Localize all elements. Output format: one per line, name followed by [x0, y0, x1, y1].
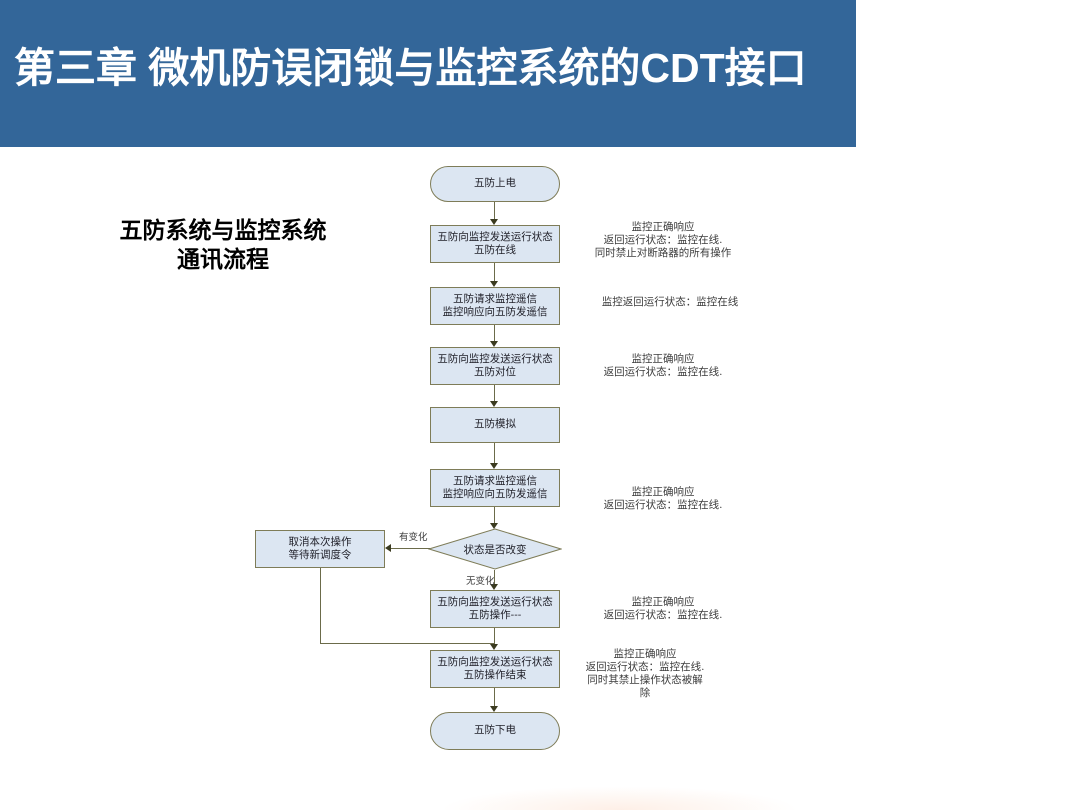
node-request-telesignal-1-line2: 监控响应向五防发遥信: [442, 306, 548, 318]
decision-diamond-shape: [427, 528, 563, 570]
annotation-operate-end: 监控正确响应 返回运行状态：监控在线. 同时其禁止操作状态被解 除: [550, 648, 740, 700]
node-simulate: 五防模拟: [430, 407, 560, 443]
arrowhead-down-icon: [490, 523, 498, 529]
node-send-online: 五防向监控发送运行状态 五防在线: [430, 225, 560, 263]
arrowhead-down-icon: [490, 401, 498, 407]
arrowhead-down-icon: [490, 706, 498, 712]
node-send-online-line2: 五防在线: [474, 244, 516, 256]
page-title: 第三章 微机防误闭锁与监控系统的CDT接口: [14, 45, 807, 91]
decision-label: 状态是否改变: [463, 543, 527, 556]
connector: [494, 325, 495, 341]
node-send-operate-end: 五防向监控发送运行状态 五防操作结束: [430, 650, 560, 688]
node-cancel-line2: 等待新调度令: [288, 549, 352, 561]
arrowhead-down-icon: [490, 281, 498, 287]
node-end: 五防下电: [430, 712, 560, 750]
annotation-line: 返回运行状态：监控在线.: [603, 366, 723, 378]
connector: [494, 507, 495, 523]
connector: [320, 568, 321, 643]
connector: [494, 628, 495, 644]
node-send-align-line2: 五防对位: [474, 366, 516, 378]
connector: [494, 385, 495, 401]
annotation-line: 返回运行状态：监控在线.: [603, 499, 723, 511]
node-send-online-line1: 五防向监控发送运行状态: [437, 230, 553, 243]
node-send-operate: 五防向监控发送运行状态 五防操作---: [430, 590, 560, 628]
annotation-align: 监控正确响应 返回运行状态：监控在线.: [568, 353, 758, 379]
annotation-telesignal-2: 监控正确响应 返回运行状态：监控在线.: [568, 486, 758, 512]
node-request-telesignal-2: 五防请求监控遥信 监控响应向五防发遥信: [430, 469, 560, 507]
annotation-line: 监控正确响应: [631, 353, 695, 365]
node-send-operate-line2: 五防操作---: [468, 609, 522, 621]
arrowhead-down-icon: [490, 584, 498, 590]
annotation-line: 除: [639, 687, 651, 699]
node-simulate-label: 五防模拟: [474, 418, 516, 431]
node-request-telesignal-2-line2: 监控响应向五防发遥信: [442, 488, 548, 500]
node-send-align: 五防向监控发送运行状态 五防对位: [430, 347, 560, 385]
annotation-line: 监控正确响应: [631, 486, 695, 498]
annotation-operate: 监控正确响应 返回运行状态：监控在线.: [568, 596, 758, 622]
connector: [391, 548, 430, 549]
node-send-operate-line1: 五防向监控发送运行状态: [437, 595, 553, 608]
connector: [494, 688, 495, 706]
annotation-line: 同时禁止对断路器的所有操作: [594, 247, 732, 259]
connector: [494, 202, 495, 219]
arrowhead-down-icon: [490, 644, 498, 650]
arrowhead-left-icon: [385, 544, 391, 552]
annotation-line: 返回运行状态：监控在线.: [603, 234, 723, 246]
node-send-operate-end-line2: 五防操作结束: [463, 669, 527, 681]
connector: [494, 570, 495, 584]
annotation-line: 返回运行状态：监控在线.: [585, 661, 705, 673]
caption-line-1: 五防系统与监控系统: [119, 217, 327, 243]
connector: [494, 443, 495, 463]
node-cancel-line1: 取消本次操作: [288, 535, 352, 548]
node-start-label: 五防上电: [474, 177, 516, 190]
annotation-line: 监控正确响应: [613, 648, 677, 660]
annotation-line: 同时其禁止操作状态被解: [587, 674, 703, 686]
node-request-telesignal-1: 五防请求监控遥信 监控响应向五防发遥信: [430, 287, 560, 325]
bottom-glow: [440, 786, 800, 810]
node-request-telesignal-1-line1: 五防请求监控遥信: [453, 292, 537, 305]
header-bar: 第三章 微机防误闭锁与监控系统的CDT接口: [0, 0, 856, 147]
arrowhead-down-icon: [490, 219, 498, 225]
annotation-line: 返回运行状态：监控在线.: [603, 609, 723, 621]
edge-label-changed: 有变化: [399, 532, 428, 543]
decision-state-changed: 状态是否改变: [427, 528, 563, 570]
caption: 五防系统与监控系统 通讯流程: [110, 216, 336, 274]
annotation-line: 监控返回运行状态：监控在线: [601, 296, 739, 308]
annotation-telesignal: 监控返回运行状态：监控在线: [575, 296, 765, 309]
node-send-operate-end-line1: 五防向监控发送运行状态: [437, 655, 553, 668]
annotation-online: 监控正确响应 返回运行状态：监控在线. 同时禁止对断路器的所有操作: [573, 221, 753, 260]
annotation-line: 监控正确响应: [631, 596, 695, 608]
node-cancel-operation: 取消本次操作 等待新调度令: [255, 530, 385, 568]
node-end-label: 五防下电: [474, 724, 516, 737]
node-send-align-line1: 五防向监控发送运行状态: [437, 352, 553, 365]
node-start: 五防上电: [430, 166, 560, 202]
connector: [320, 643, 494, 644]
edge-label-unchanged: 无变化: [466, 576, 495, 587]
annotation-line: 监控正确响应: [631, 221, 695, 233]
connector: [494, 263, 495, 281]
node-request-telesignal-2-line1: 五防请求监控遥信: [453, 474, 537, 487]
arrowhead-down-icon: [490, 341, 498, 347]
caption-line-2: 通讯流程: [177, 246, 269, 272]
arrowhead-down-icon: [490, 463, 498, 469]
